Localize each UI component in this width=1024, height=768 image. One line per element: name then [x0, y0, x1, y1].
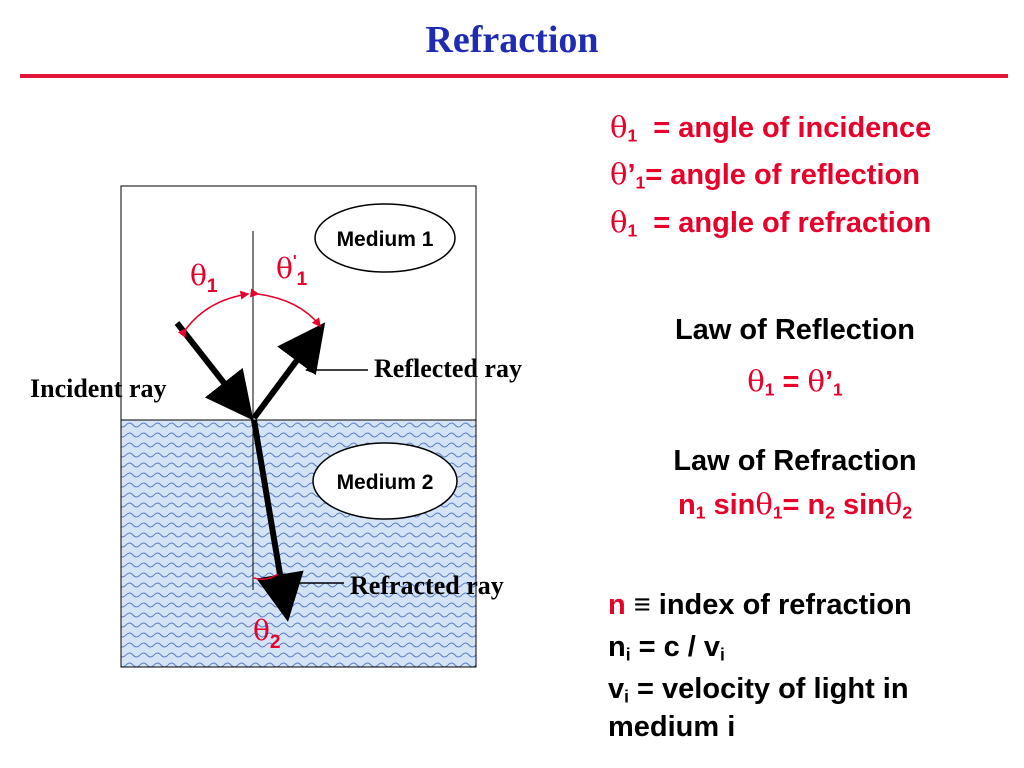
n-subscript: 2 — [825, 502, 835, 523]
ni-equation: ni = c / vi — [608, 630, 725, 671]
i-subscript: i — [625, 644, 631, 665]
theta-symbol: θ — [747, 364, 765, 398]
theta-symbol: θ — [276, 252, 293, 285]
theta-subscript: 1 — [627, 125, 638, 146]
refracted-ray-label: Refracted ray — [350, 571, 504, 600]
page-title: Refraction — [425, 19, 599, 61]
ni-rhs: = c / v — [630, 631, 721, 663]
medium1-ellipse — [314, 203, 456, 273]
medium-i-text: medium i — [608, 711, 736, 743]
theta2-arc — [253, 573, 279, 581]
theta-prime: ' — [293, 253, 297, 270]
vi-equation: vi = velocity of light in — [608, 672, 909, 713]
theta-prime: ’ — [627, 159, 636, 191]
theta-subscript: 2 — [902, 502, 912, 523]
index-definition: n ≡ index of refraction — [608, 588, 912, 622]
medium2-label: Medium 2 — [337, 471, 434, 494]
theta-symbol: θ — [190, 259, 207, 292]
reflected-ray-label: Reflected ray — [374, 354, 522, 383]
theta-subscript: 1 — [627, 220, 638, 241]
i-subscript: i — [624, 686, 629, 707]
n-symbol: n — [608, 631, 626, 663]
theta2-label: θ2 — [253, 614, 280, 653]
v-symbol: v — [608, 673, 625, 705]
definition-text: = angle of refraction — [653, 207, 932, 239]
equals-sign: = — [774, 366, 808, 398]
n-symbol: n — [678, 489, 696, 521]
theta-subscript: 1 — [764, 379, 775, 400]
n-symbol: n — [807, 489, 826, 521]
vi-rhs: = velocity of light in — [628, 673, 909, 705]
theta-symbol: θ — [610, 157, 628, 191]
theta-subscript: 1 — [297, 269, 308, 290]
law-reflection-equation: θ1 = θ’1 — [600, 364, 990, 406]
definition-refraction: θ1 = angle of refraction — [610, 205, 931, 247]
law-refraction-heading: Law of Refraction — [673, 445, 917, 477]
n-symbol: n — [608, 589, 626, 621]
theta-symbol: θ — [807, 364, 825, 398]
theta-prime: ’ — [824, 366, 834, 398]
theta-symbol: θ — [884, 487, 903, 521]
medium1-region — [120, 185, 477, 421]
medium1-label: Medium 1 — [337, 228, 434, 251]
definition-reflection: θ’1= angle of reflection — [610, 157, 920, 199]
theta1prime-label: θ'1 — [276, 252, 308, 290]
i-subscript: i — [720, 644, 725, 665]
index-text: index of refraction — [658, 589, 912, 621]
medium2-ellipse — [312, 442, 458, 520]
theta-subscript: 1 — [833, 379, 843, 400]
theta-subscript: 1 — [772, 502, 783, 523]
n-subscript: 1 — [695, 502, 706, 523]
refracted-ray — [251, 419, 304, 622]
theta1-label: θ1 — [190, 259, 218, 297]
theta-symbol: θ — [610, 110, 628, 144]
reflected-ray — [251, 322, 326, 420]
theta-symbol: θ — [610, 205, 628, 239]
incident-ray-label: Incident ray — [30, 374, 167, 403]
theta-subscript: 1 — [207, 276, 218, 297]
law-reflection-heading: Law of Reflection — [674, 314, 916, 346]
definition-text: = angle of reflection — [645, 159, 920, 191]
title-underline — [20, 74, 1008, 78]
refraction-diagram: Medium 1 Medium 2 θ1 θ'1 θ2 Incident ray… — [30, 185, 522, 668]
definition-incidence: θ1 = angle of incidence — [610, 110, 931, 152]
theta-symbol: θ — [755, 487, 773, 521]
equiv-symbol: ≡ — [625, 589, 659, 621]
sin-text: sin — [834, 489, 885, 521]
equals-sign: = — [782, 489, 808, 521]
definition-text: = angle of incidence — [653, 112, 932, 144]
theta-symbol: θ — [253, 614, 270, 647]
theta-subscript: 2 — [270, 632, 281, 653]
theta-subscript: 1 — [635, 172, 646, 193]
theta1-arc — [177, 290, 250, 338]
incident-ray — [174, 321, 254, 421]
theta1prime-arc — [249, 288, 321, 328]
sin-text: sin — [705, 489, 756, 521]
law-refraction-equation: n1 sinθ1= n2 sinθ2 — [600, 487, 990, 529]
